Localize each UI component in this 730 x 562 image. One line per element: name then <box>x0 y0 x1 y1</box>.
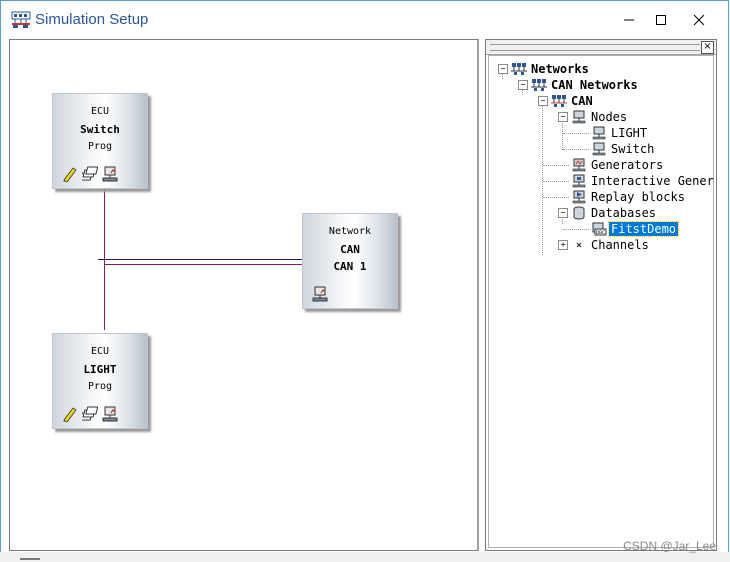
channels-icon <box>576 242 582 248</box>
close-button[interactable] <box>677 7 721 33</box>
tree-item-databases[interactable]: Databases <box>571 205 658 221</box>
database-icon <box>573 206 585 220</box>
tree-item-label: CAN <box>571 94 593 108</box>
networks-icon <box>511 63 527 75</box>
tree-connector <box>542 101 543 255</box>
tree-expander[interactable]: − <box>518 80 528 90</box>
tree-connector <box>543 165 569 166</box>
tree-expander[interactable]: − <box>498 64 508 74</box>
node-type-label: Network <box>328 226 372 237</box>
pencil-icon[interactable] <box>62 406 78 422</box>
stack-pages-icon[interactable] <box>82 166 98 182</box>
simulation-canvas[interactable]: ECU Switch Prog <box>9 39 479 551</box>
watermark: CSDN @Jar_Lee <box>623 539 716 553</box>
minimize-button[interactable] <box>607 7 651 33</box>
ecu-node-switch[interactable]: ECU Switch Prog <box>52 93 148 189</box>
tree-item-switch[interactable]: Switch <box>591 141 656 157</box>
node-sub-label: Prog <box>87 381 113 392</box>
status-bar <box>0 552 730 562</box>
tree-item-channels[interactable]: Channels <box>571 237 651 253</box>
replay-icon <box>572 190 586 204</box>
networks-icon <box>531 79 547 91</box>
node-type-label: ECU <box>90 346 110 357</box>
minimize-icon <box>624 19 634 21</box>
tree-item-can[interactable]: CAN <box>551 93 595 109</box>
can-bus-line-upper <box>98 259 302 260</box>
tree-item-label: Generators <box>591 158 664 172</box>
tree-item-label: Nodes <box>591 110 628 124</box>
tree-item-fitstdemo[interactable]: DBC FitstDemo <box>591 221 680 237</box>
switch-link-line <box>104 190 105 330</box>
tree-item-replay-blocks[interactable]: Replay blocks <box>571 189 687 205</box>
tree-connector <box>563 133 589 134</box>
tree-expander[interactable]: − <box>558 208 568 218</box>
window-title: Simulation Setup <box>35 11 149 28</box>
pencil-icon[interactable] <box>62 166 78 182</box>
node-type-label: ECU <box>90 106 110 117</box>
generator-icon <box>572 158 586 172</box>
node-sub-label: Prog <box>87 141 113 152</box>
panel-grip[interactable] <box>490 44 700 51</box>
tree-connector <box>562 117 563 150</box>
tree-item-nodes[interactable]: Nodes <box>571 109 629 125</box>
network-tree[interactable]: Networks − CAN Networks − <box>488 55 714 548</box>
tree-connector <box>522 85 523 95</box>
node-name: Switch <box>80 123 120 136</box>
node-network-icon[interactable] <box>312 286 328 302</box>
tree-item-label: Networks <box>531 62 589 76</box>
computer-icon <box>572 110 586 124</box>
tree-item-label: Switch <box>611 142 655 156</box>
dbc-file-icon: DBC <box>592 222 607 236</box>
can-bus-line-lower <box>104 264 302 265</box>
tree-item-label: Interactive Gener <box>591 174 714 188</box>
svg-text:DBC: DBC <box>596 230 606 236</box>
tree-connector <box>562 213 563 224</box>
tree-item-label: FitstDemo <box>607 221 680 237</box>
tree-item-label: Channels <box>591 238 649 252</box>
tree-expander[interactable]: − <box>558 112 568 122</box>
ecu-node-light[interactable]: ECU LIGHT Prog <box>52 333 148 429</box>
tree-item-light[interactable]: LIGHT <box>591 125 649 141</box>
simulation-setup-icon <box>11 11 31 28</box>
interactive-generator-icon <box>572 174 586 188</box>
tree-connector <box>563 229 589 230</box>
tree-item-generators[interactable]: Generators <box>571 157 665 173</box>
tree-item-label: Databases <box>591 206 657 220</box>
node-name: LIGHT <box>83 363 117 376</box>
maximize-icon <box>656 15 666 25</box>
tree-connector <box>543 197 569 198</box>
tree-item-interactive-generators[interactable]: Interactive Gener <box>571 173 716 189</box>
node-network-icon[interactable] <box>102 166 118 182</box>
computer-icon <box>592 142 606 156</box>
maximize-button[interactable] <box>639 7 683 33</box>
tree-item-label: Replay blocks <box>591 190 685 204</box>
status-bar-grip <box>20 558 40 560</box>
node-network-icon[interactable] <box>102 406 118 422</box>
network-node-can[interactable]: Network CAN CAN 1 <box>302 213 398 309</box>
tree-connector <box>502 69 503 79</box>
tree-expander[interactable]: + <box>558 240 568 250</box>
tree-item-label: LIGHT <box>611 126 648 140</box>
tree-connector <box>563 149 589 150</box>
tree-connector <box>543 181 569 182</box>
computer-icon <box>592 126 606 140</box>
tree-panel-header[interactable]: × <box>486 40 716 55</box>
stack-pages-icon[interactable] <box>82 406 98 422</box>
panel-close-button[interactable]: × <box>701 41 714 54</box>
tree-item-networks[interactable]: Networks <box>511 61 591 77</box>
node-name: CAN <box>340 243 360 256</box>
node-sub-label: CAN 1 <box>333 260 367 273</box>
title-bar[interactable]: Simulation Setup <box>1 1 728 39</box>
close-icon <box>693 14 705 26</box>
tree-expander[interactable]: − <box>538 96 548 106</box>
tree-item-can-networks[interactable]: CAN Networks <box>531 77 640 93</box>
network-icon <box>551 95 567 107</box>
tree-item-label: CAN Networks <box>551 78 638 92</box>
network-tree-panel: × Networks − <box>485 39 717 551</box>
